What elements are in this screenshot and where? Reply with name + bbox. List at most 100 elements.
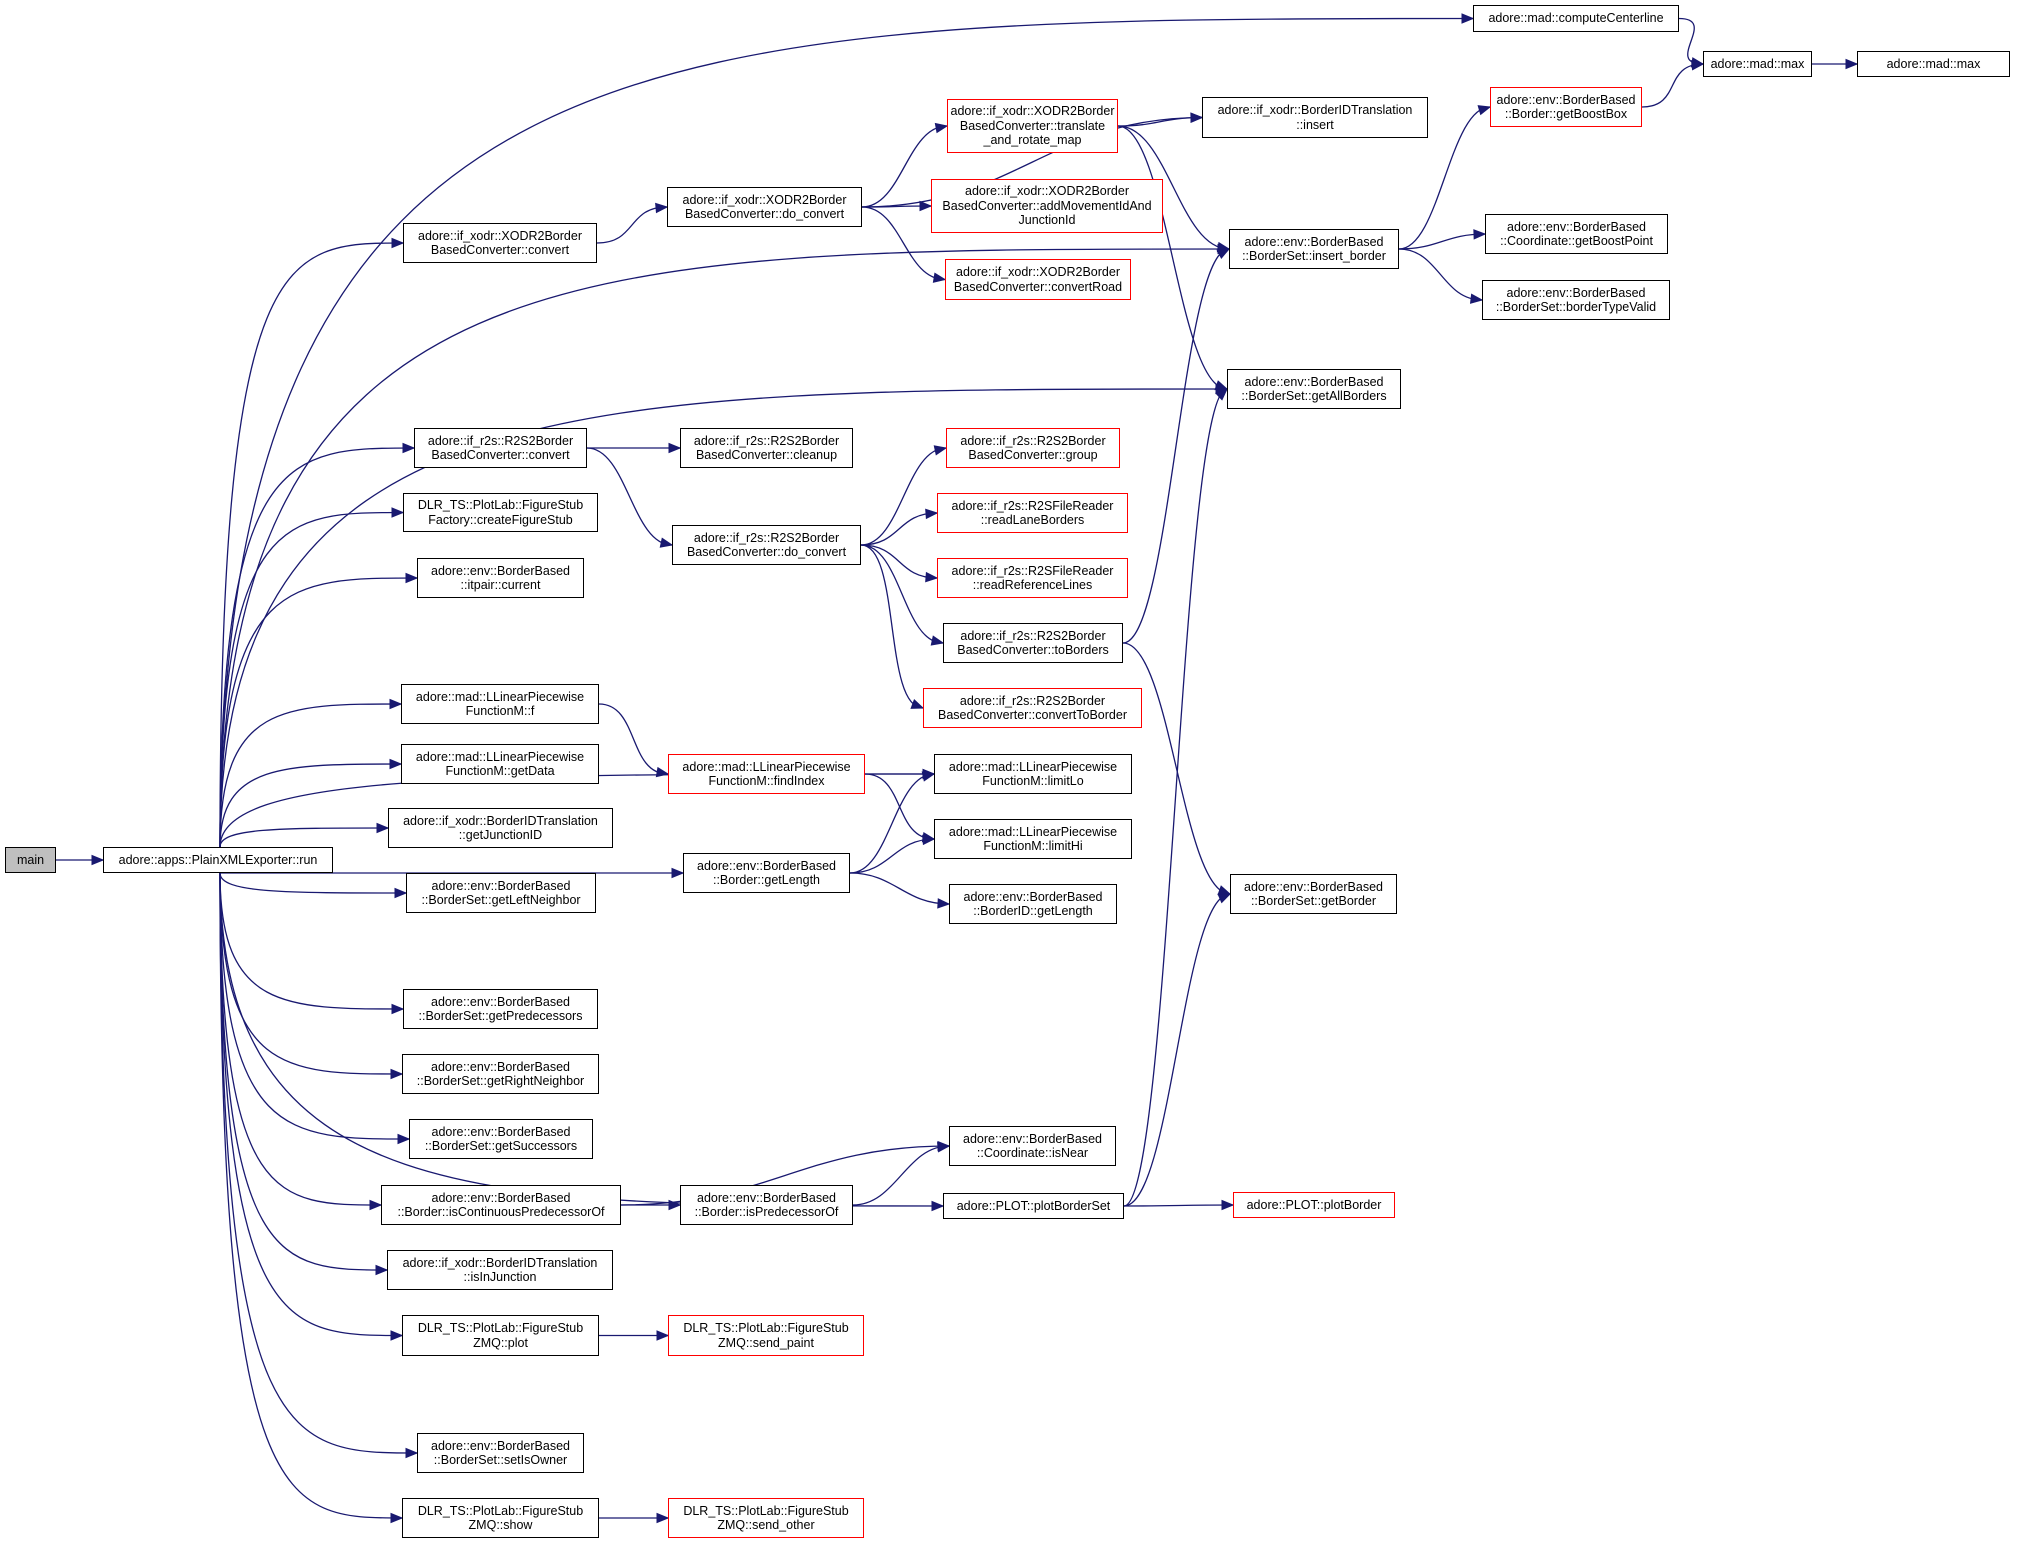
- call-edge: [598, 703, 669, 775]
- graph-node-r2s-convert[interactable]: adore::if_r2s::R2S2Border BasedConverter…: [414, 428, 587, 468]
- call-edge: [219, 872, 382, 1206]
- graph-node-send-other[interactable]: DLR_TS::PlotLab::FigureStub ZMQ::send_ot…: [668, 1498, 864, 1538]
- graph-node-get-border[interactable]: adore::env::BorderBased ::BorderSet::get…: [1230, 874, 1397, 914]
- call-edge: [1398, 248, 1483, 301]
- arrowhead-icon: [655, 766, 670, 778]
- arrowhead-icon: [394, 887, 408, 899]
- graph-node-add-movement[interactable]: adore::if_xodr::XODR2Border BasedConvert…: [931, 179, 1163, 233]
- graph-node-is-in-junction[interactable]: adore::if_xodr::BorderIDTranslation ::is…: [387, 1250, 613, 1290]
- graph-node-create-figure-stub[interactable]: DLR_TS::PlotLab::FigureStub Factory::cre…: [403, 493, 598, 532]
- graph-node-bidt-insert[interactable]: adore::if_xodr::BorderIDTranslation ::in…: [1202, 97, 1428, 138]
- node-label: adore::if_r2s::R2S2Border BasedConverter…: [938, 693, 1127, 723]
- node-label: adore::PLOT::plotBorder: [1246, 1197, 1382, 1212]
- graph-node-lpf-get-data[interactable]: adore::mad::LLinearPiecewise FunctionM::…: [401, 744, 599, 784]
- call-edge: [1122, 248, 1230, 644]
- call-edge: [219, 872, 418, 1454]
- graph-node-plot-border-set[interactable]: adore::PLOT::plotBorderSet: [943, 1193, 1124, 1219]
- graph-node-r2s-do-convert[interactable]: adore::if_r2s::R2S2Border BasedConverter…: [672, 525, 861, 565]
- arrowhead-icon: [932, 272, 947, 283]
- call-edge: [219, 242, 404, 848]
- call-edge: [860, 544, 924, 709]
- graph-node-read-ref-lines[interactable]: adore::if_r2s::R2SFileReader ::readRefer…: [937, 558, 1128, 598]
- graph-node-insert-border[interactable]: adore::env::BorderBased ::BorderSet::ins…: [1229, 229, 1399, 269]
- graph-node-border-get-length[interactable]: adore::env::BorderBased ::Border::getLen…: [683, 853, 850, 893]
- node-label: adore::mad::computeCenterline: [1488, 11, 1664, 26]
- graph-node-xodr-convert[interactable]: adore::if_xodr::XODR2Border BasedConvert…: [403, 223, 597, 263]
- graph-node-get-right-neighbor[interactable]: adore::env::BorderBased ::BorderSet::get…: [402, 1054, 599, 1094]
- graph-node-get-boost-box[interactable]: adore::env::BorderBased ::Border::getBoo…: [1490, 87, 1642, 127]
- call-edge: [1123, 893, 1231, 1207]
- graph-node-xodr-do-convert[interactable]: adore::if_xodr::XODR2Border BasedConvert…: [667, 187, 862, 227]
- graph-node-get-predecessors[interactable]: adore::env::BorderBased ::BorderSet::get…: [403, 989, 598, 1029]
- graph-node-limit-hi[interactable]: adore::mad::LLinearPiecewise FunctionM::…: [934, 819, 1132, 859]
- graph-node-itpair-current[interactable]: adore::env::BorderBased ::itpair::curren…: [417, 558, 584, 598]
- call-edge: [861, 116, 1203, 208]
- arrowhead-icon: [375, 1264, 389, 1276]
- arrowhead-icon: [390, 1330, 404, 1341]
- call-edge: [219, 703, 402, 848]
- call-edge: [1398, 233, 1486, 250]
- graph-node-get-left-neighbor[interactable]: adore::env::BorderBased ::BorderSet::get…: [406, 873, 596, 913]
- arrowhead-icon: [656, 1512, 670, 1524]
- arrowhead-icon: [389, 758, 403, 770]
- call-edge: [1123, 1204, 1234, 1207]
- call-edge: [1641, 63, 1704, 108]
- node-label: adore::if_r2s::R2S2Border BasedConverter…: [957, 628, 1109, 658]
- graph-node-run[interactable]: adore::apps::PlainXMLExporter::run: [103, 847, 333, 873]
- arrowhead-icon: [919, 200, 933, 212]
- node-label: adore::mad::LLinearPiecewise FunctionM::…: [682, 759, 851, 789]
- node-label: adore::env::BorderBased ::Coordinate::is…: [963, 1131, 1102, 1161]
- graph-node-is-pred[interactable]: adore::env::BorderBased ::Border::isPred…: [680, 1185, 853, 1225]
- call-edge: [219, 447, 415, 848]
- call-edge: [860, 544, 944, 644]
- graph-node-convert-road[interactable]: adore::if_xodr::XODR2Border BasedConvert…: [945, 259, 1131, 300]
- graph-node-send-paint[interactable]: DLR_TS::PlotLab::FigureStub ZMQ::send_pa…: [668, 1315, 864, 1356]
- call-edge: [861, 125, 948, 208]
- graph-node-limit-lo[interactable]: adore::mad::LLinearPiecewise FunctionM::…: [934, 754, 1132, 794]
- node-label: adore::mad::LLinearPiecewise FunctionM::…: [415, 689, 585, 719]
- graph-node-zmq-show[interactable]: DLR_TS::PlotLab::FigureStub ZMQ::show: [402, 1498, 599, 1538]
- node-label: DLR_TS::PlotLab::FigureStub ZMQ::show: [417, 1503, 584, 1533]
- node-label: adore::env::BorderBased ::Border::isPred…: [694, 1190, 839, 1220]
- graph-node-to-borders[interactable]: adore::if_r2s::R2S2Border BasedConverter…: [943, 623, 1123, 663]
- graph-node-set-is-owner[interactable]: adore::env::BorderBased ::BorderSet::set…: [417, 1433, 584, 1473]
- graph-node-max2[interactable]: adore::mad::max: [1857, 51, 2010, 77]
- arrowhead-icon: [925, 571, 939, 583]
- graph-node-border-type-valid[interactable]: adore::env::BorderBased ::BorderSet::bor…: [1482, 280, 1670, 320]
- node-label: adore::if_r2s::R2S2Border BasedConverter…: [427, 433, 574, 463]
- graph-node-is-cont-pred[interactable]: adore::env::BorderBased ::Border::isCont…: [381, 1185, 621, 1225]
- graph-node-main: main: [5, 847, 56, 873]
- graph-node-r2s-cleanup[interactable]: adore::if_r2s::R2S2Border BasedConverter…: [680, 428, 853, 468]
- arrowhead-icon: [668, 442, 682, 454]
- node-label: adore::env::BorderBased ::BorderSet::ins…: [1242, 234, 1386, 264]
- graph-node-find-index[interactable]: adore::mad::LLinearPiecewise FunctionM::…: [668, 754, 865, 794]
- arrowhead-icon: [925, 508, 939, 520]
- node-label: adore::if_xodr::BorderIDTranslation ::in…: [1217, 103, 1413, 132]
- graph-node-compute-centerline[interactable]: adore::mad::computeCenterline: [1473, 5, 1679, 32]
- call-edge: [1678, 17, 1704, 65]
- call-edge: [861, 206, 946, 281]
- graph-node-zmq-plot[interactable]: DLR_TS::PlotLab::FigureStub ZMQ::plot: [402, 1315, 599, 1356]
- arrowhead-icon: [922, 834, 936, 846]
- graph-node-get-all-borders[interactable]: adore::env::BorderBased ::BorderSet::get…: [1227, 369, 1401, 409]
- graph-node-border-id-get-length[interactable]: adore::env::BorderBased ::BorderID::getL…: [949, 884, 1117, 924]
- arrowhead-icon: [1214, 380, 1229, 391]
- graph-node-lpf-f[interactable]: adore::mad::LLinearPiecewise FunctionM::…: [401, 684, 599, 724]
- graph-node-get-junction-id[interactable]: adore::if_xodr::BorderIDTranslation ::ge…: [388, 808, 613, 848]
- graph-node-is-near[interactable]: adore::env::BorderBased ::Coordinate::is…: [949, 1126, 1116, 1166]
- graph-node-translate-rotate[interactable]: adore::if_xodr::XODR2Border BasedConvert…: [947, 99, 1118, 153]
- call-edge: [849, 872, 950, 905]
- arrowhead-icon: [656, 1330, 670, 1341]
- graph-node-plot-border[interactable]: adore::PLOT::plotBorder: [1233, 1192, 1395, 1218]
- graph-node-max1[interactable]: adore::mad::max: [1703, 51, 1812, 77]
- arrowhead-icon: [1215, 388, 1228, 401]
- graph-node-r2s-group[interactable]: adore::if_r2s::R2S2Border BasedConverter…: [946, 428, 1120, 468]
- graph-node-convert-to-border[interactable]: adore::if_r2s::R2S2Border BasedConverter…: [923, 688, 1142, 728]
- graph-node-read-lane-borders[interactable]: adore::if_r2s::R2SFileReader ::readLaneB…: [937, 493, 1128, 533]
- node-label: adore::env::BorderBased ::Coordinate::ge…: [1500, 219, 1653, 249]
- graph-node-get-successors[interactable]: adore::env::BorderBased ::BorderSet::get…: [409, 1119, 593, 1159]
- arrowhead-icon: [1473, 229, 1487, 240]
- node-label: adore::if_r2s::R2SFileReader ::readRefer…: [951, 563, 1114, 593]
- graph-node-get-boost-point[interactable]: adore::env::BorderBased ::Coordinate::ge…: [1485, 214, 1668, 254]
- call-edge: [219, 872, 407, 894]
